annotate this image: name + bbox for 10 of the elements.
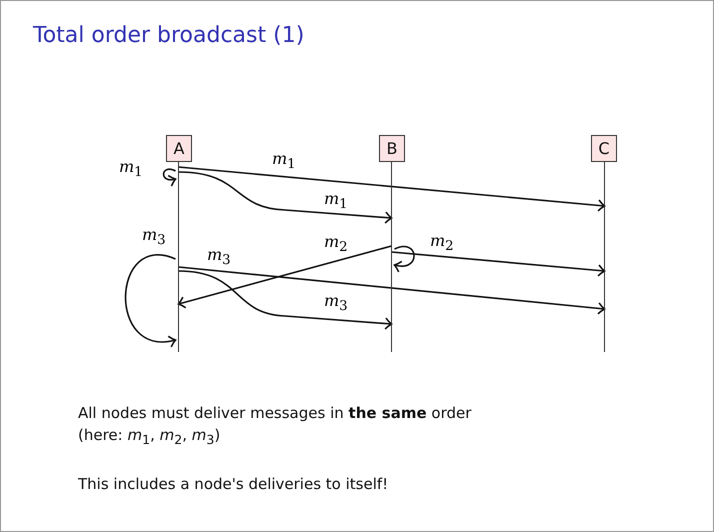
lifeline [391, 162, 392, 352]
lifeline [604, 162, 605, 352]
slide-title: Total order broadcast (1) [33, 23, 304, 48]
lifeline [178, 162, 179, 352]
process-box: A [166, 135, 192, 162]
process-box: B [379, 135, 405, 162]
process-box: C [591, 135, 617, 162]
note-text: All nodes must deliver messages in the same order [78, 404, 472, 422]
note-text: (here: m$_{1}$, m$_{2}$, m$_{3}$) [78, 426, 220, 447]
note-text: This includes a node's deliveries to itself! [78, 475, 388, 493]
